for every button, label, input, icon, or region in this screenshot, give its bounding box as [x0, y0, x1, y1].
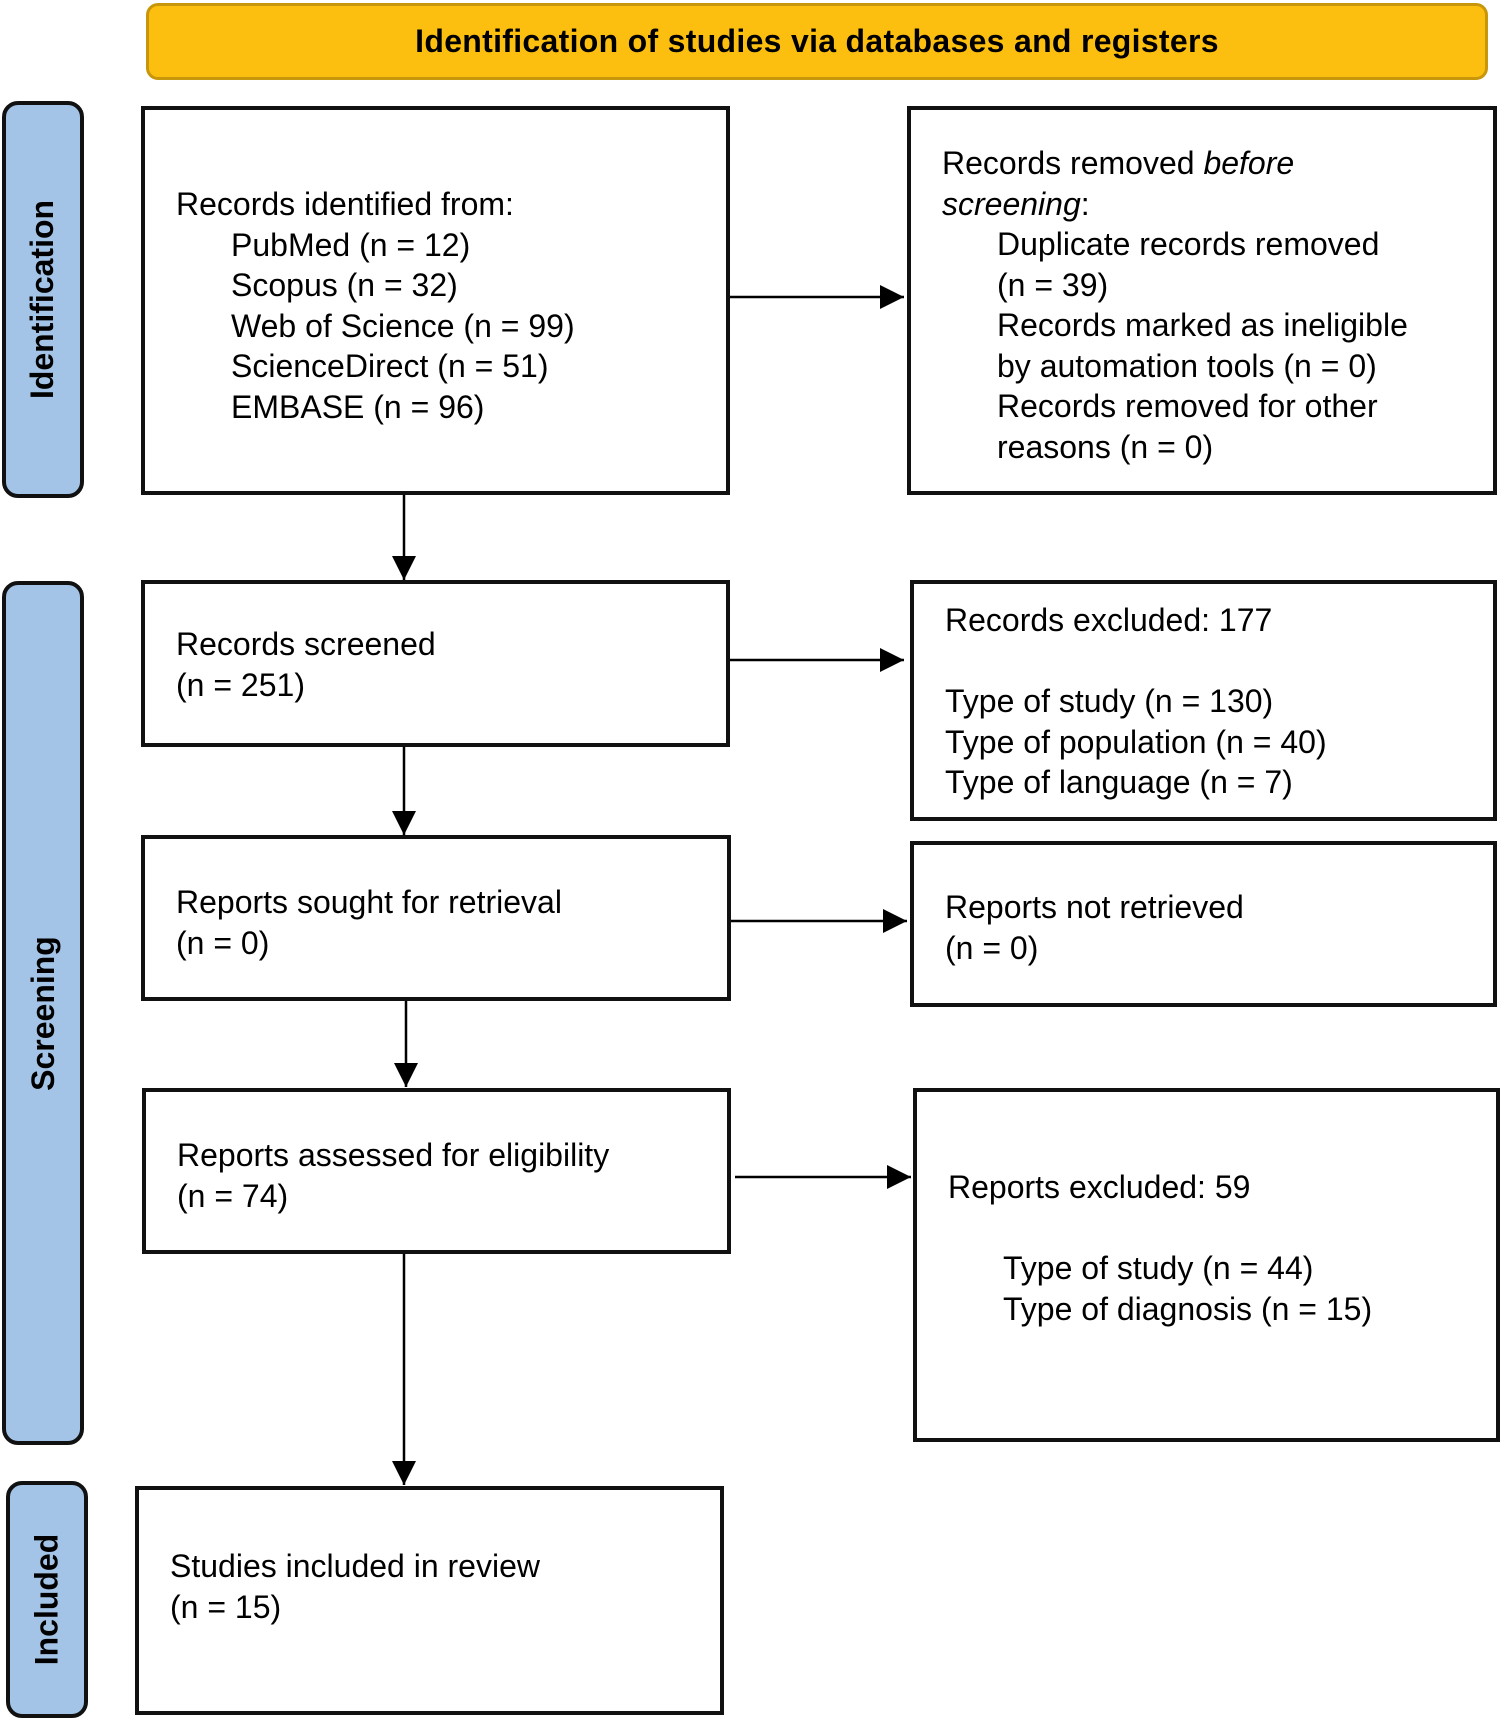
records-removed-line: Duplicate records removed: [997, 226, 1380, 262]
source-embase: EMBASE (n = 96): [231, 388, 485, 425]
source-pubmed: PubMed (n = 12): [231, 226, 471, 263]
studies-included-label: Studies included in review: [170, 1548, 540, 1584]
header-title: Identification of studies via databases …: [415, 23, 1219, 59]
reports-not-retrieved-count: (n = 0): [945, 929, 1039, 966]
records-removed-box: Records removed before screening: Duplic…: [907, 106, 1497, 495]
source-sciencedirect: ScienceDirect (n = 51): [231, 348, 549, 384]
records-excluded-line: Type of language (n = 7): [945, 764, 1293, 800]
identification-header: Identification of studies via databases …: [146, 3, 1488, 80]
reports-sought-label: Reports sought for retrieval: [176, 884, 562, 920]
records-screened-label: Records screened: [176, 626, 436, 662]
source-web-of-science: Web of Science (n = 99): [231, 307, 575, 344]
records-identified-box: Records identified from: PubMed (n = 12)…: [141, 106, 730, 495]
records-excluded-line: Type of study (n = 130): [945, 683, 1274, 719]
records-removed-line: reasons (n = 0): [997, 428, 1214, 465]
records-removed-line: Records removed for other: [997, 388, 1378, 424]
records-excluded-line: Type of population (n = 40): [945, 723, 1327, 760]
reports-assessed-count: (n = 74): [177, 1177, 289, 1214]
records-screened-count: (n = 251): [176, 666, 305, 703]
records-removed-line: (n = 39): [997, 266, 1109, 303]
records-removed-line: by automation tools (n = 0): [997, 347, 1377, 384]
records-removed-heading-cont: screening:: [942, 185, 1090, 222]
reports-assessed-box: Reports assessed for eligibility (n = 74…: [142, 1088, 731, 1254]
records-removed-heading: Records removed before: [942, 145, 1295, 181]
reports-excluded-line: Type of study (n = 44): [1003, 1250, 1314, 1286]
studies-included-box: Studies included in review (n = 15): [135, 1486, 724, 1715]
records-excluded-heading: Records excluded: 177: [945, 602, 1273, 638]
reports-excluded-line: Type of diagnosis (n = 15): [1003, 1290, 1373, 1327]
reports-excluded-box: Reports excluded: 59 Type of study (n = …: [913, 1088, 1500, 1442]
phase-identification: Identification: [2, 101, 84, 498]
phase-screening: Screening: [2, 581, 84, 1445]
records-identified-heading: Records identified from:: [176, 186, 514, 222]
reports-sought-box: Reports sought for retrieval (n = 0): [141, 835, 731, 1001]
source-scopus: Scopus (n = 32): [231, 267, 458, 303]
phase-included: Included: [6, 1481, 88, 1718]
records-screened-box: Records screened (n = 251): [141, 580, 730, 747]
records-removed-line: Records marked as ineligible: [997, 307, 1408, 343]
reports-not-retrieved-box: Reports not retrieved (n = 0): [910, 841, 1497, 1007]
reports-not-retrieved-label: Reports not retrieved: [945, 889, 1244, 925]
reports-assessed-label: Reports assessed for eligibility: [177, 1137, 610, 1173]
studies-included-count: (n = 15): [170, 1588, 282, 1625]
reports-sought-count: (n = 0): [176, 924, 270, 961]
reports-excluded-heading: Reports excluded: 59: [948, 1169, 1251, 1205]
records-excluded-box: Records excluded: 177 Type of study (n =…: [910, 580, 1497, 821]
